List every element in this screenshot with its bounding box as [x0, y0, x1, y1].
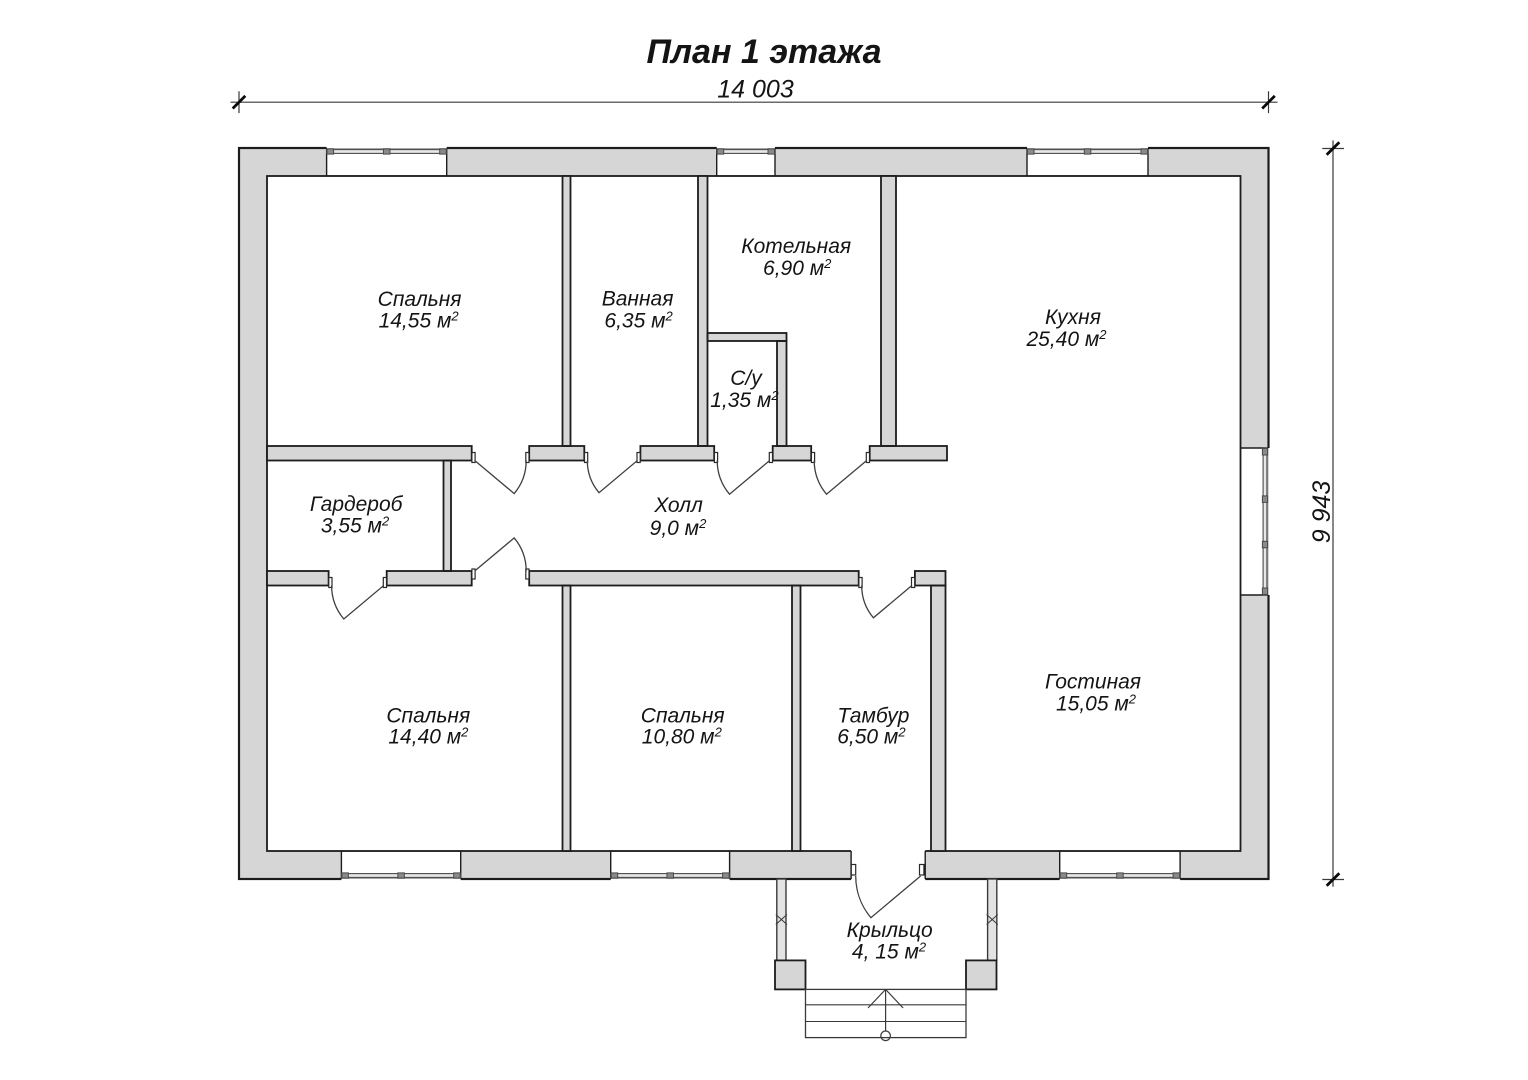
svg-text:14,55 м2: 14,55 м2 [379, 308, 460, 332]
svg-text:Гостиная: Гостиная [1045, 670, 1141, 693]
svg-text:План 1 этажа: План 1 этажа [646, 33, 881, 71]
svg-text:14 003: 14 003 [717, 76, 794, 104]
svg-text:6,90 м2: 6,90 м2 [763, 256, 832, 280]
svg-text:9 943: 9 943 [1308, 481, 1336, 544]
svg-text:Ванная: Ванная [602, 287, 674, 310]
svg-text:4, 15 м2: 4, 15 м2 [852, 940, 927, 964]
svg-text:6,50 м2: 6,50 м2 [837, 725, 906, 749]
svg-text:6,35 м2: 6,35 м2 [604, 308, 673, 332]
svg-text:Спальня: Спальня [641, 704, 725, 727]
svg-text:15,05 м2: 15,05 м2 [1056, 691, 1137, 715]
svg-text:Спальня: Спальня [378, 288, 462, 311]
svg-text:Кухня: Кухня [1045, 306, 1101, 329]
svg-text:Гардероб: Гардероб [310, 493, 404, 516]
svg-text:1,35 м2: 1,35 м2 [710, 388, 779, 412]
svg-text:Крыльцо: Крыльцо [847, 919, 933, 942]
svg-text:Тамбур: Тамбур [837, 704, 909, 727]
svg-text:25,40 м2: 25,40 м2 [1025, 327, 1107, 351]
svg-text:Холл: Холл [653, 494, 703, 517]
svg-text:14,40 м2: 14,40 м2 [388, 725, 469, 749]
svg-text:10,80 м2: 10,80 м2 [642, 725, 723, 749]
svg-text:С/у: С/у [730, 367, 763, 390]
svg-text:Котельная: Котельная [741, 235, 851, 258]
svg-text:3,55 м2: 3,55 м2 [321, 514, 390, 538]
svg-text:Спальня: Спальня [386, 704, 470, 727]
svg-text:9,0 м2: 9,0 м2 [650, 516, 707, 540]
